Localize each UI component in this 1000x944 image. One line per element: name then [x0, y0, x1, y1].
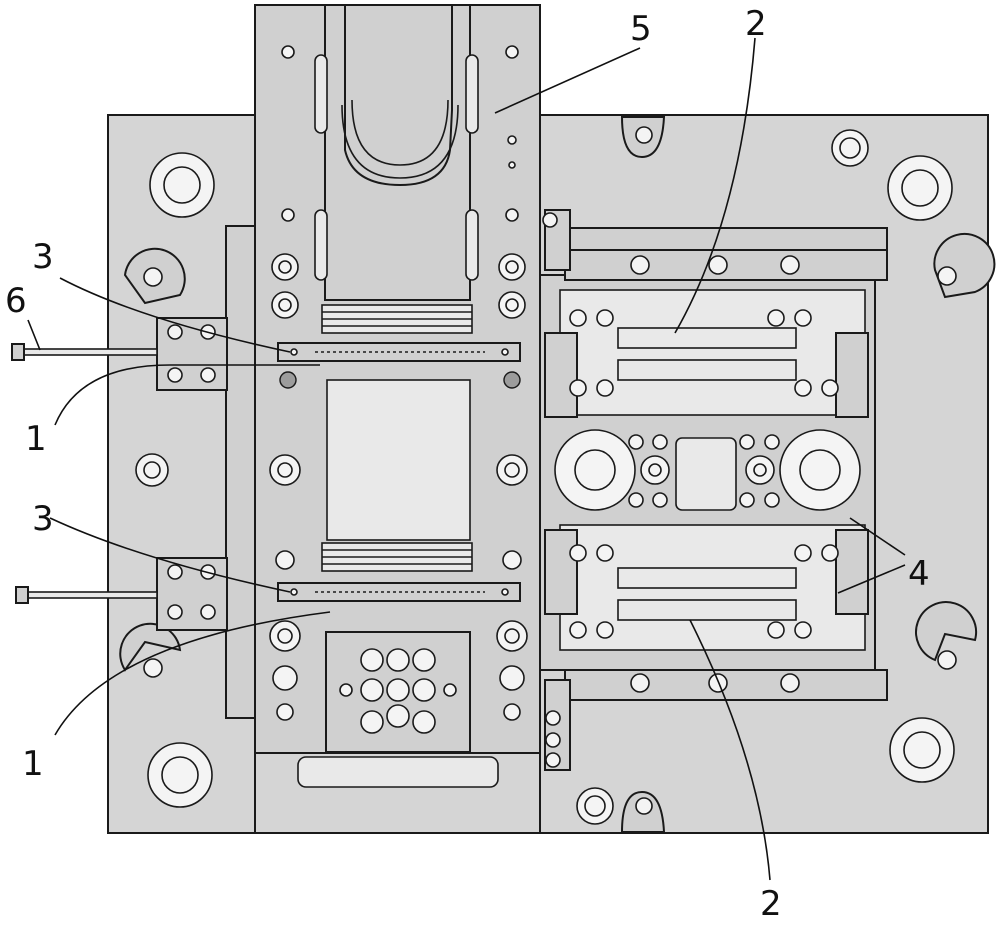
side-cam-lobes: [119, 116, 996, 833]
callout-2-upper: 2: [745, 4, 767, 44]
callout-1-lower: 1: [22, 744, 44, 784]
right-die-block: [539, 209, 888, 771]
lower-cylinder-block: [15, 557, 228, 631]
upper-clamp-bar: [277, 342, 521, 362]
callout-labels: 5 2 3 6 1 3 4 1 2: [5, 4, 930, 924]
callout-2-lower: 2: [760, 884, 782, 924]
central-slide-assembly: [254, 4, 541, 834]
callout-3-lower: 3: [32, 499, 54, 539]
callout-6: 6: [5, 281, 27, 321]
left-guide-rail: [225, 225, 257, 719]
callout-5: 5: [630, 9, 652, 49]
upper-cylinder-block: [11, 317, 228, 391]
base-plate-holes: [135, 129, 955, 825]
lower-clamp-bar: [277, 582, 521, 602]
callout-1-upper: 1: [25, 419, 47, 459]
callout-4: 4: [908, 554, 930, 594]
callout-3-upper: 3: [32, 237, 54, 277]
leader-lines: [27, 37, 906, 881]
